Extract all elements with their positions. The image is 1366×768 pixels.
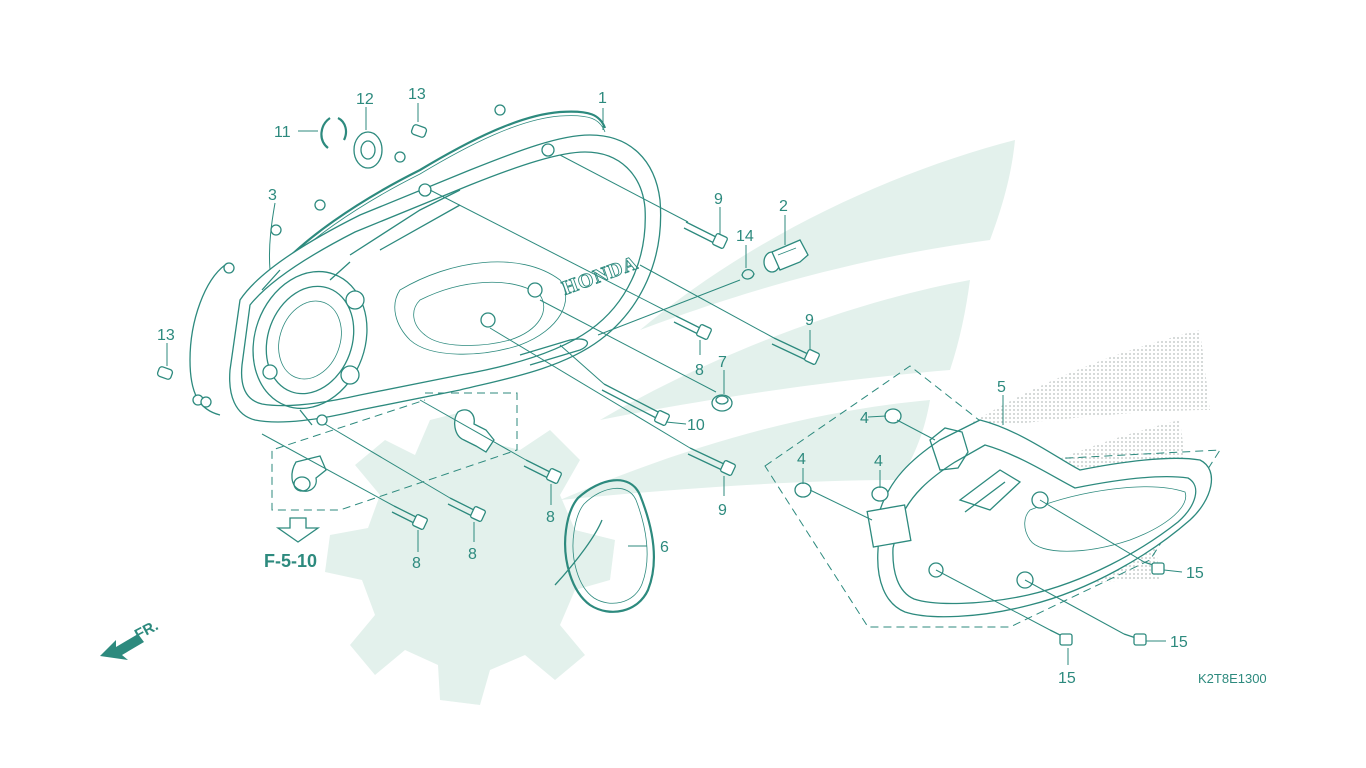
drawing-code: K2T8E1300 [1198, 671, 1267, 686]
callout-10: 10 [687, 417, 705, 434]
plug-part-2 [763, 239, 809, 273]
front-direction-indicator: FR. [100, 617, 161, 660]
callout-4-c: 4 [874, 453, 883, 470]
callout-4-b: 4 [797, 451, 806, 468]
bolt-part-8-b [523, 459, 562, 484]
callout-8-a: 8 [695, 362, 704, 379]
bolt-part-8-d [447, 497, 486, 522]
collar-part-4-c [871, 486, 889, 502]
callout-14: 14 [736, 228, 754, 245]
callout-8-c: 8 [468, 546, 477, 563]
dowel-pin-part-13-left [156, 366, 174, 380]
leader-lines [166, 103, 1183, 665]
bolt-part-8-c [391, 505, 428, 530]
callout-2: 2 [779, 198, 788, 215]
callouts: 1 2 3 4 4 4 5 6 7 8 8 8 8 9 9 9 10 11 12… [157, 86, 1204, 687]
callout-9-c: 9 [718, 502, 727, 519]
callout-13-left: 13 [157, 327, 175, 344]
callout-8-b: 8 [546, 509, 555, 526]
gasket-part-3 [189, 104, 607, 416]
callout-1: 1 [598, 90, 607, 107]
callout-8-d: 8 [412, 555, 421, 572]
callout-11: 11 [274, 124, 291, 141]
bolt-part-8-a [673, 315, 712, 340]
callout-9-b: 9 [805, 312, 814, 329]
callout-15-b: 15 [1170, 634, 1188, 651]
callout-6: 6 [660, 539, 669, 556]
bolt-part-9-c [687, 447, 736, 476]
screw-part-15-c [1049, 629, 1073, 646]
bearing-part-12 [353, 131, 383, 169]
collar-part-4-b [794, 482, 812, 498]
callout-12: 12 [356, 91, 374, 108]
reference-arrow: F-5-10 [264, 517, 321, 571]
screw-part-15-b [1123, 633, 1147, 646]
callout-4-a: 4 [860, 410, 869, 427]
circlip-part-11 [320, 117, 348, 149]
bolt-part-9-a [683, 221, 728, 249]
callout-15-c: 15 [1058, 670, 1076, 687]
seal-part-6 [554, 479, 656, 613]
outer-cover-part-5 [764, 365, 1221, 628]
grommet-part-7 [711, 394, 733, 412]
callout-13-top: 13 [408, 86, 426, 103]
washer-part-14 [741, 268, 755, 280]
front-arrow-icon [100, 634, 144, 660]
dowel-pin-part-13-top [410, 124, 428, 138]
callout-3: 3 [268, 187, 277, 204]
callout-9-a: 9 [714, 191, 723, 208]
reference-label: F-5-10 [264, 551, 317, 571]
left-crankcase-cover-part-1: HONDA [229, 134, 662, 426]
screw-part-15-a [1143, 561, 1165, 575]
bolt-part-10 [601, 383, 670, 426]
callout-5: 5 [997, 379, 1006, 396]
callout-15-a: 15 [1186, 565, 1204, 582]
bolt-part-9-b [771, 337, 820, 365]
callout-7: 7 [718, 354, 727, 371]
